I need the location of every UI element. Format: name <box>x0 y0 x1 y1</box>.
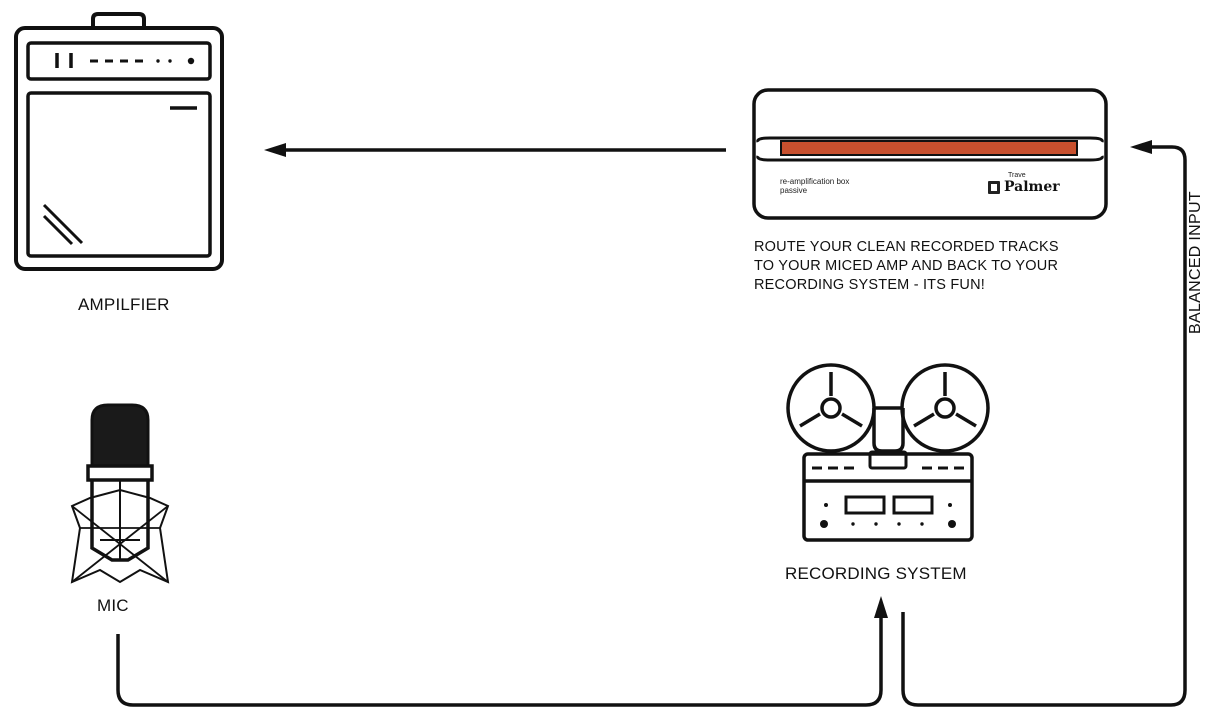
route-description: ROUTE YOUR CLEAN RECORDED TRACKS TO YOUR… <box>754 238 1059 295</box>
amplifier-label: AMPILFIER <box>78 295 170 314</box>
route-description-line: RECORDING SYSTEM - ITS FUN! <box>754 277 985 293</box>
balanced-input-label: BALANCED INPUT <box>1187 191 1204 334</box>
brand-prefix: Trave <box>1008 172 1026 179</box>
tape-recorder-dots <box>820 503 956 528</box>
edge-mic-to-recorder <box>116 596 888 707</box>
reamp-box-type: passive <box>780 186 808 195</box>
mic-label: MIC <box>97 596 129 615</box>
reamp-box-icon <box>752 88 1108 220</box>
reamp-box-description: re-amplification box <box>780 177 850 186</box>
route-description-line: TO YOUR MICED AMP AND BACK TO YOUR <box>754 258 1059 274</box>
recording-system-label: RECORDING SYSTEM <box>785 564 967 583</box>
tape-recorder-icon <box>786 363 990 542</box>
route-description-line: ROUTE YOUR CLEAN RECORDED TRACKS <box>754 239 1059 255</box>
brand-logo: Palmer <box>1004 179 1060 195</box>
amplifier-icon <box>14 12 224 271</box>
amplifier-control-dots <box>156 57 195 65</box>
edge-reamp-to-amp <box>264 143 726 157</box>
microphone-icon <box>70 403 170 584</box>
edge-balanced-input <box>901 140 1187 707</box>
